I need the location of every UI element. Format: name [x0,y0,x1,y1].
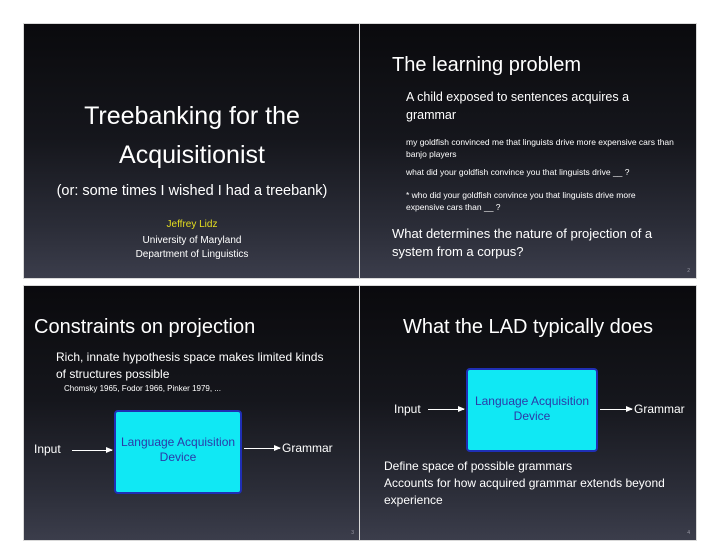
grammar-label: Grammar [634,402,685,416]
affiliation-university: University of Maryland [142,235,242,246]
slide-3-constraints: Constraints on projection Rich, innate h… [24,286,360,540]
presentation-title: Treebanking for the Acquisitionist [24,97,360,175]
slide-2-learning-problem: The learning problem A child exposed to … [360,24,696,278]
lad-label-line-1: Language Acquisition [474,394,590,408]
title-line-1: Treebanking for the [84,102,300,130]
page-number: 2 [687,268,690,274]
lad-functions: Define space of possible grammars Accoun… [384,458,684,509]
slide-4-lad-does: What the LAD typically does Input Langua… [360,286,696,540]
affiliation-department: Department of Linguistics [135,249,249,260]
lad-box: Language Acquisition Device [114,410,242,494]
example-sentence-1: my goldfish convinced me that linguists … [406,137,674,159]
input-label: Input [34,442,61,456]
example-sentence-3: * who did your goldfish convince you tha… [406,190,636,212]
page-number: 3 [351,530,354,536]
bullet-hypothesis-space: Rich, innate hypothesis space makes limi… [56,350,324,381]
lad-label-line-2: Device [513,409,551,423]
page-number: 4 [687,530,690,536]
grammar-label: Grammar [282,441,333,455]
point-extends-experience: Accounts for how acquired grammar extend… [384,476,665,507]
input-label: Input [394,402,421,416]
input-arrow [428,406,465,412]
presentation-subtitle: (or: some times I wished I had a treeban… [56,183,328,199]
slide-1-title: Treebanking for the Acquisitionist (or: … [24,24,360,278]
bullet-projection-question: What determines the nature of projection… [392,226,653,259]
title-line-2: Acquisitionist [119,141,265,169]
slide-title: The learning problem [392,54,581,76]
bullet-child-acquires: A child exposed to sentences acquires a … [406,90,630,122]
slide-title: What the LAD typically does [402,316,654,338]
slide-title: Constraints on projection [34,316,256,338]
input-arrow [72,447,113,453]
point-define-space: Define space of possible grammars [384,459,573,473]
lad-label-line-1: Language Acquisition [120,435,236,449]
lad-label-line-2: Device [159,450,197,464]
output-arrow [600,406,633,412]
lad-box: Language Acquisition Device [466,368,598,452]
output-arrow [244,445,281,451]
citation: Chomsky 1965, Fodor 1966, Pinker 1979, .… [64,384,221,393]
example-sentence-2: what did your goldfish convince you that… [406,167,630,177]
author-name: Jeffrey Lidz [166,219,218,230]
affiliation: University of Maryland Department of Lin… [24,234,360,262]
